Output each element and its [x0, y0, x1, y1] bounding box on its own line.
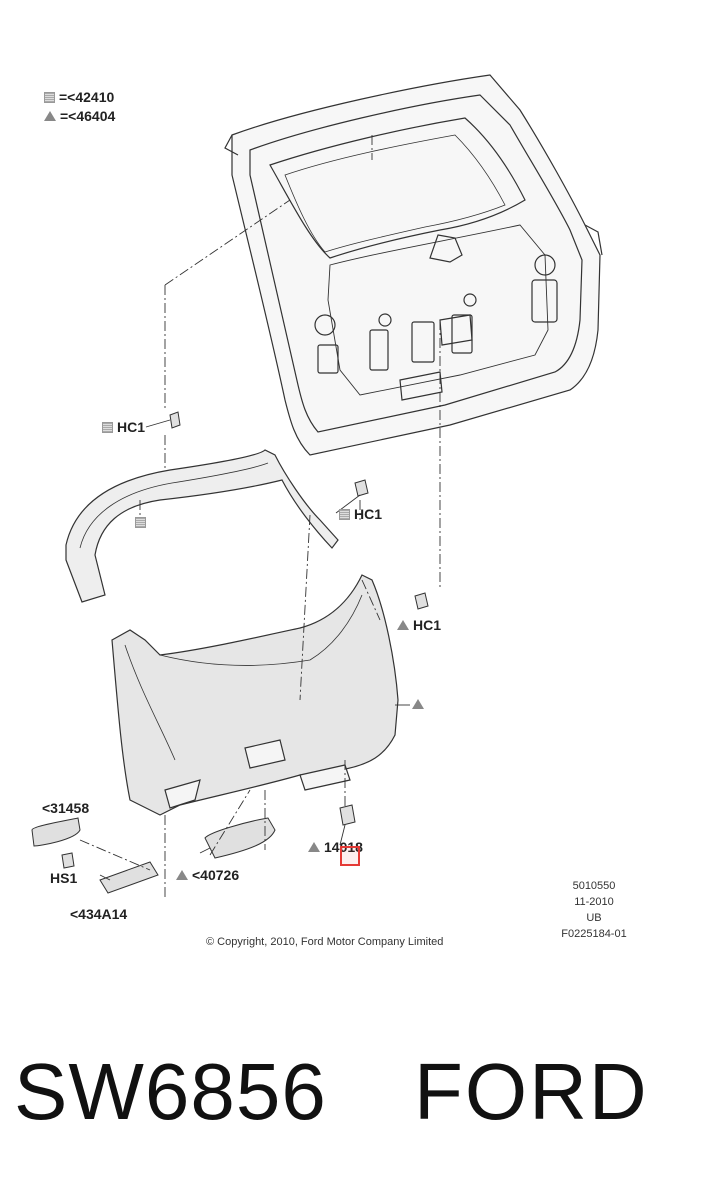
small-parts [31, 411, 429, 894]
callout-31458-text: <31458 [42, 800, 90, 816]
legend-square-text: =<42410 [59, 89, 115, 105]
callout-hc1-top-text: HC1 [117, 419, 146, 435]
info-line-2: 11-2010 [574, 896, 614, 908]
callout-hc1-lower-text: HC1 [413, 617, 442, 633]
copyright-notice: © Copyright, 2010, Ford Motor Company Li… [206, 936, 444, 948]
info-line-3: UB [586, 912, 602, 924]
callout-hc1-middle-text: HC1 [354, 506, 383, 522]
callout-40726: <40726 [176, 868, 239, 882]
exploded-parts-diagram [31, 74, 603, 900]
hatched-square-icon [339, 508, 350, 520]
callout-hc1-lower: HC1 [397, 618, 441, 632]
info-line-1: 5010550 [572, 880, 616, 892]
callout-square-marker [135, 517, 150, 528]
callout-40726-text: <40726 [192, 867, 240, 883]
callout-triangle-marker [412, 699, 428, 709]
triangle-icon [397, 620, 409, 630]
lower-trim-panel [111, 574, 399, 816]
callout-434a14-text: <434A14 [70, 906, 128, 922]
hatched-square-icon [102, 421, 113, 433]
legend-triangle-text: =<46404 [60, 108, 116, 124]
triangle-icon [412, 699, 424, 709]
highlight-box [340, 846, 360, 866]
callout-434a14: <434A14 [70, 907, 127, 921]
callout-hs1: HS1 [50, 871, 77, 885]
legend-square-entry: =<42410 [44, 90, 114, 104]
info-line-4: F0225184-01 [561, 928, 627, 940]
hatched-square-icon [44, 91, 55, 103]
callout-hc1-middle: HC1 [339, 507, 382, 521]
triangle-icon [44, 111, 56, 121]
hatched-square-icon [135, 517, 146, 528]
leader-lines [79, 135, 441, 900]
upper-trim-panel [65, 449, 339, 603]
brand-title: FORD [414, 1047, 649, 1136]
liftgate-frame [224, 74, 603, 456]
triangle-icon [176, 870, 188, 880]
triangle-icon [308, 842, 320, 852]
callout-hc1-top: HC1 [102, 420, 145, 434]
legend-triangle-entry: =<46404 [44, 109, 115, 123]
part-code-title: SW6856 [14, 1047, 327, 1136]
callout-31458: <31458 [42, 801, 89, 815]
callout-hs1-text: HS1 [50, 870, 78, 886]
